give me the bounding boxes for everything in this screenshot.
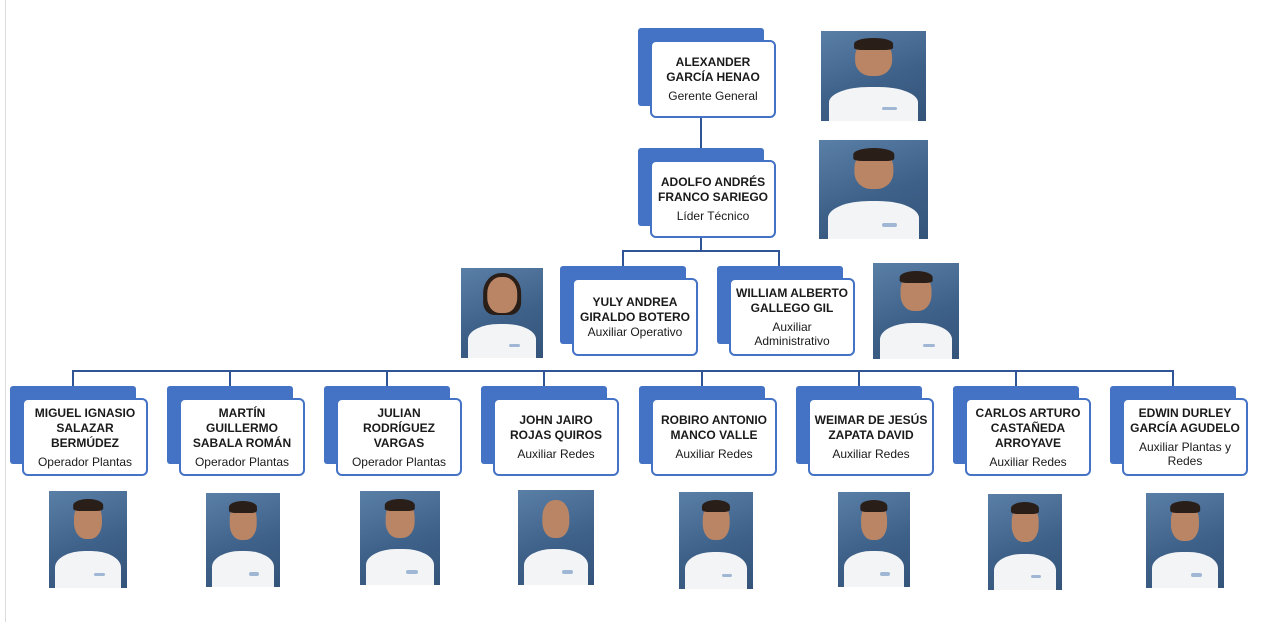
connector-lider-bar (622, 250, 780, 252)
node-role: Auxiliar Redes (675, 447, 753, 461)
connector-staff-drop (543, 370, 545, 386)
connector-to-aux-admin (778, 250, 780, 266)
photo-staff-7 (988, 494, 1062, 590)
connector-staff-drop (386, 370, 388, 386)
node-card: ADOLFO ANDRÉS FRANCO SARIEGO Líder Técni… (650, 160, 776, 238)
connector-staff-drop (701, 370, 703, 386)
node-name: WEIMAR DE JESÚS ZAPATA DAVID (814, 413, 928, 442)
page-left-border (5, 0, 6, 622)
node-name: ROBIRO ANTONIO MANCO VALLE (660, 413, 767, 442)
photo-lider-tecnico (819, 140, 928, 239)
node-name: WILLIAM ALBERTO GALLEGO GIL (736, 286, 848, 315)
node-card: YULY ANDREA GIRALDO BOTERO Auxiliar Oper… (572, 278, 698, 356)
node-card: JOHN JAIRO ROJAS QUIROS Auxiliar Redes (493, 398, 619, 476)
node-card: JULIAN RODRÍGUEZ VARGAS Operador Plantas (336, 398, 462, 476)
node-name: JULIAN RODRÍGUEZ VARGAS (363, 405, 435, 450)
photo-staff-3 (360, 491, 440, 585)
node-name: YULY ANDREA GIRALDO BOTERO (580, 295, 690, 324)
node-card: WILLIAM ALBERTO GALLEGO GIL Auxiliar Adm… (729, 278, 855, 356)
node-name: CARLOS ARTURO CASTAÑEDA ARROYAVE (975, 405, 1081, 450)
node-role: Auxiliar Redes (832, 447, 910, 461)
photo-staff-8 (1146, 493, 1224, 588)
node-name: MIGUEL IGNASIO SALAZAR BERMÚDEZ (34, 405, 136, 450)
node-role: Operador Plantas (194, 454, 290, 469)
node-card: EDWIN DURLEY GARCÍA AGUDELO Auxiliar Pla… (1122, 398, 1248, 476)
photo-gerente-general (821, 31, 926, 121)
photo-auxiliar-operativo (461, 268, 543, 358)
node-name: MARTÍN GUILLERMO SABALA ROMÁN (192, 405, 292, 450)
node-role: Auxiliar Administrativo (754, 320, 830, 348)
node-role: Auxiliar Operativo (587, 325, 683, 339)
photo-staff-2 (206, 493, 280, 587)
node-card: ALEXANDER GARCÍA HENAO Gerente General (650, 40, 776, 118)
connector-staff-drop (1172, 370, 1174, 386)
photo-auxiliar-administrativo (873, 263, 959, 359)
node-role: Gerente General (668, 89, 758, 103)
node-card: ROBIRO ANTONIO MANCO VALLE Auxiliar Rede… (651, 398, 777, 476)
photo-staff-4 (518, 490, 594, 585)
node-role: Líder Técnico (676, 209, 750, 223)
connector-staff-drop (1015, 370, 1017, 386)
photo-staff-6 (838, 492, 910, 587)
node-name: ALEXANDER GARCÍA HENAO (666, 55, 760, 84)
connector-gerente-lider (700, 118, 702, 148)
node-role: Auxiliar Redes (989, 454, 1067, 469)
connector-staff-drop (72, 370, 74, 386)
node-name: JOHN JAIRO ROJAS QUIROS (509, 413, 602, 442)
node-role: Operador Plantas (351, 454, 447, 469)
connector-staff-bar (72, 370, 1174, 372)
node-card: CARLOS ARTURO CASTAÑEDA ARROYAVE Auxilia… (965, 398, 1091, 476)
node-role: Auxiliar Plantas y Redes (1138, 440, 1232, 468)
node-role: Operador Plantas (37, 454, 133, 469)
connector-lider-down (700, 238, 702, 252)
node-card: WEIMAR DE JESÚS ZAPATA DAVID Auxiliar Re… (808, 398, 934, 476)
connector-to-aux-operativo (622, 250, 624, 266)
connector-staff-drop (229, 370, 231, 386)
photo-staff-5 (679, 492, 753, 589)
photo-staff-1 (49, 491, 127, 588)
node-card: MARTÍN GUILLERMO SABALA ROMÁN Operador P… (179, 398, 305, 476)
node-name: ADOLFO ANDRÉS FRANCO SARIEGO (657, 175, 768, 204)
node-card: MIGUEL IGNASIO SALAZAR BERMÚDEZ Operador… (22, 398, 148, 476)
node-role: Auxiliar Redes (517, 447, 595, 461)
connector-staff-drop (858, 370, 860, 386)
node-name: EDWIN DURLEY GARCÍA AGUDELO (1130, 406, 1240, 435)
